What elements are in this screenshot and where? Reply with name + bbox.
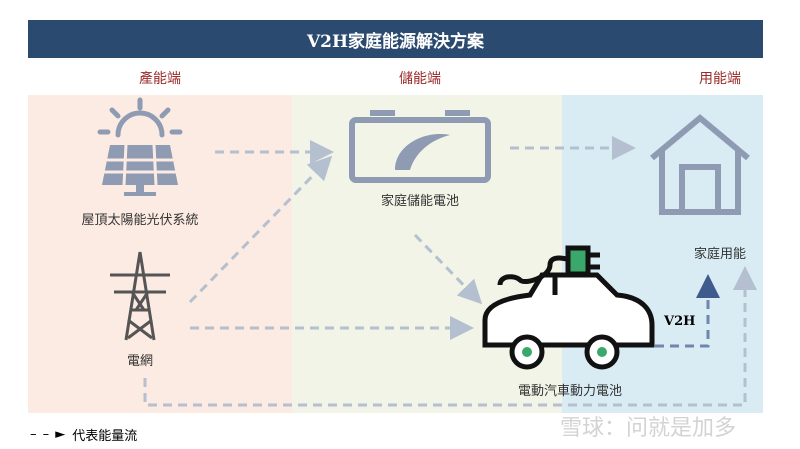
label-v2h: V2H: [664, 314, 696, 329]
label-grid: 電網: [126, 354, 153, 369]
energy-flow-arrows: [143, 136, 757, 407]
column-use: 用能端: [699, 71, 741, 87]
label-battery: 家庭儲能電池: [380, 194, 459, 209]
arrow-grid-home: [143, 266, 757, 407]
label-solar: 屋頂太陽能光伏系統: [81, 213, 199, 228]
label-home: 家庭用能: [693, 247, 746, 262]
ev-car-icon: [482, 245, 655, 370]
house-icon: [650, 114, 750, 215]
column-store: 儲能端: [399, 71, 441, 87]
arrow-v2h: [655, 274, 720, 348]
solar-panel-icon: [102, 144, 178, 196]
power-tower-icon: [110, 251, 170, 341]
dashed-arrow-icon: – – ►: [30, 427, 67, 442]
watermark: 雪球：问就是加多: [560, 416, 737, 441]
page-title: V2H家庭能源解決方案: [28, 20, 763, 58]
sun-icon: [97, 97, 183, 138]
arrow-battery-ev: [413, 233, 483, 305]
label-ev: 電動汽車動力電池: [517, 384, 622, 399]
legend: – – ► 代表能量流: [30, 425, 137, 444]
battery-icon: [349, 110, 491, 183]
arrow-grid-battery: [188, 155, 333, 304]
legend-text: 代表能量流: [72, 429, 138, 444]
column-produce: 產能端: [139, 71, 181, 87]
